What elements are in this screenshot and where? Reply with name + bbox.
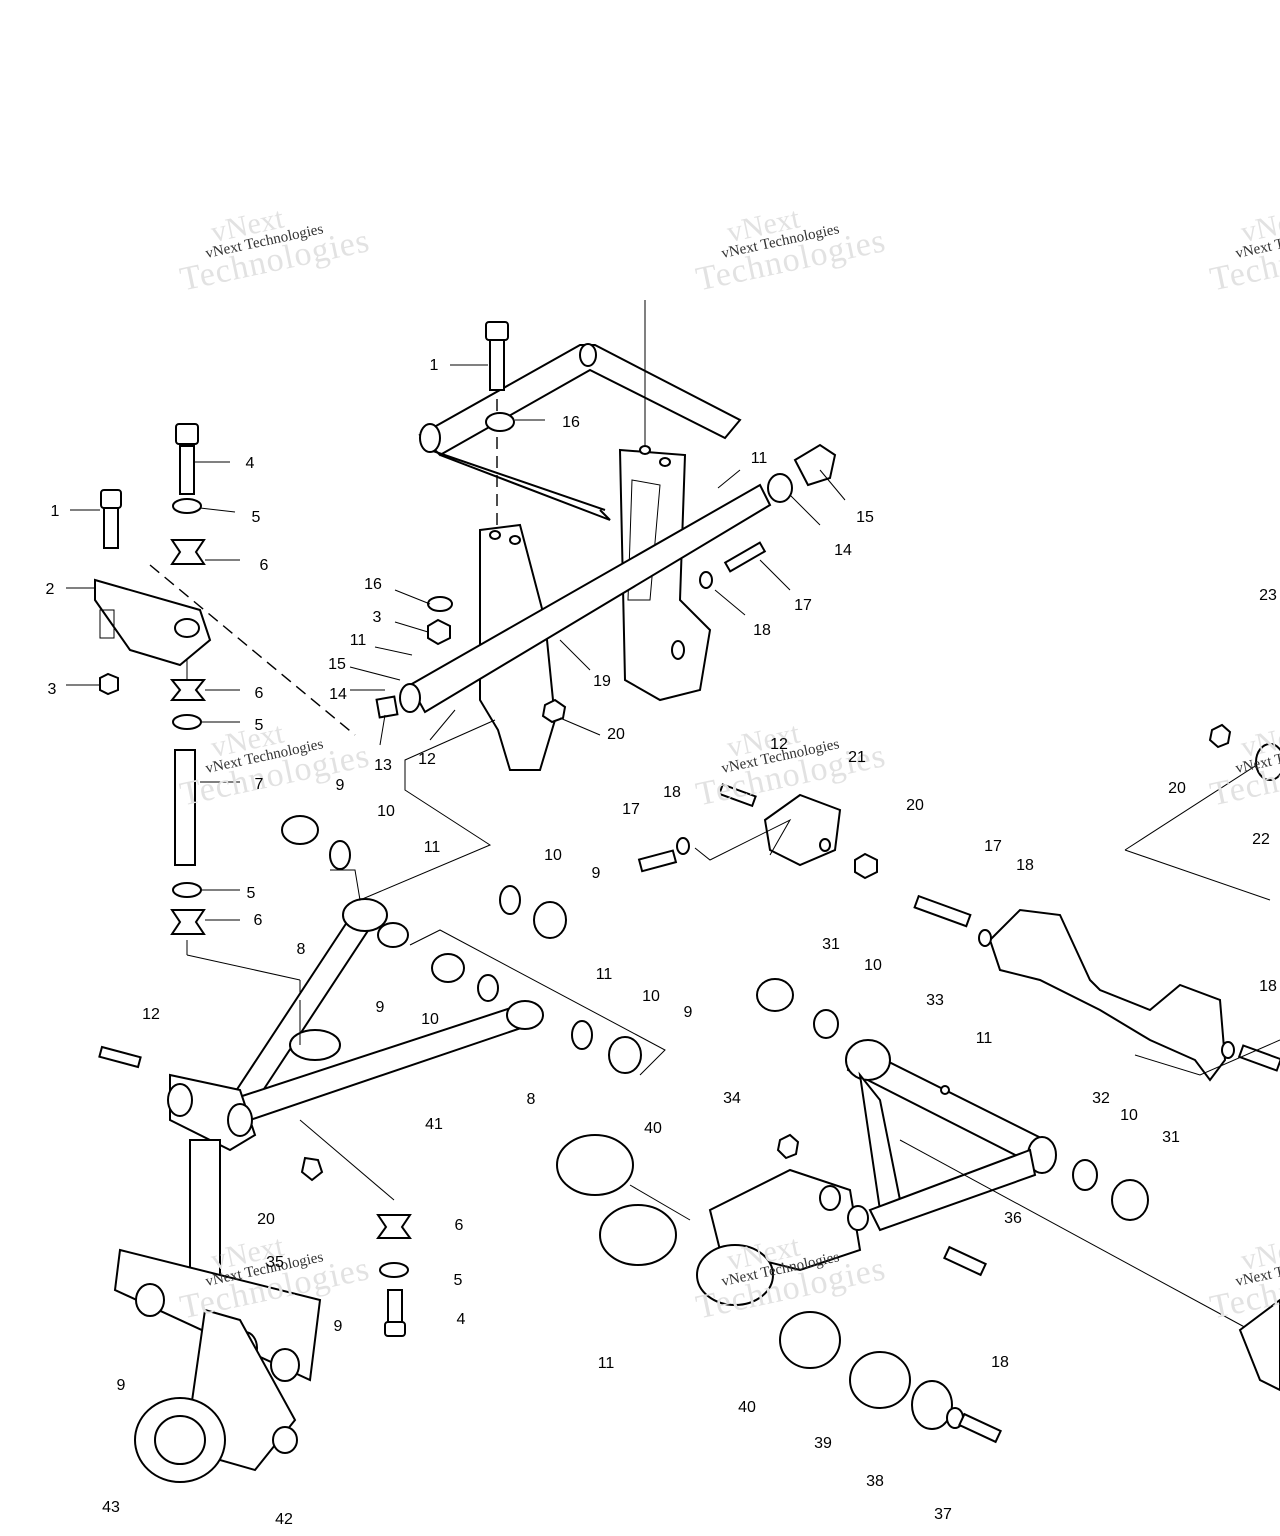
callout-20: 20 <box>257 1211 275 1228</box>
callout-11: 11 <box>975 1030 993 1047</box>
callout-22: 22 <box>1252 831 1270 848</box>
callout-17: 17 <box>794 597 812 614</box>
bushings-mid-left <box>281 719 666 1076</box>
callout-9: 9 <box>375 999 385 1016</box>
callout-41: 41 <box>425 1116 443 1133</box>
callout-36: 36 <box>1004 1210 1022 1227</box>
callout-4: 4 <box>245 455 255 472</box>
callout-12: 12 <box>142 1006 160 1023</box>
callout-18: 18 <box>1016 857 1034 874</box>
callout-1: 1 <box>429 357 439 374</box>
callout-9: 9 <box>591 865 601 882</box>
callout-14: 14 <box>329 686 347 703</box>
callout-1: 1 <box>50 503 60 520</box>
callout-39: 39 <box>814 1435 832 1452</box>
callout-6: 6 <box>454 1217 464 1234</box>
callout-38: 38 <box>866 1473 884 1490</box>
callout-16: 16 <box>364 576 382 593</box>
callout-18: 18 <box>753 622 771 639</box>
bracket-far-right <box>913 723 1280 1392</box>
a-arm-lower <box>756 978 1149 1232</box>
callout-35: 35 <box>266 1254 284 1271</box>
callout-20: 20 <box>906 797 924 814</box>
callout-8: 8 <box>526 1091 536 1108</box>
callout-13: 13 <box>374 757 392 774</box>
leader-lines <box>66 364 846 1045</box>
callout-2: 2 <box>45 581 55 598</box>
callout-9: 9 <box>116 1377 126 1394</box>
callout-5: 5 <box>251 509 261 526</box>
bracket-right <box>618 445 712 702</box>
callout-5: 5 <box>254 717 264 734</box>
callout-18: 18 <box>991 1354 1009 1371</box>
callout-10: 10 <box>642 988 660 1005</box>
callout-6: 6 <box>254 685 264 702</box>
frame-rail-upper <box>418 300 742 540</box>
callout-12: 12 <box>418 751 436 768</box>
callout-21: 21 <box>848 749 866 766</box>
callout-31: 31 <box>1162 1129 1180 1146</box>
callout-11: 11 <box>423 839 441 856</box>
hardware-top <box>427 321 837 724</box>
callout-5: 5 <box>246 885 256 902</box>
callout-3: 3 <box>372 609 382 626</box>
callout-37: 37 <box>934 1506 952 1523</box>
callout-9: 9 <box>333 1318 343 1335</box>
a-arm-upper <box>98 898 544 1291</box>
bracket-clamp <box>637 783 878 880</box>
callout-8: 8 <box>296 941 306 958</box>
callout-42: 42 <box>275 1511 293 1528</box>
callout-14: 14 <box>834 542 852 559</box>
hardware-lower-left <box>299 1119 412 1337</box>
callout-17: 17 <box>622 801 640 818</box>
callout-20: 20 <box>1168 780 1186 797</box>
callout-9: 9 <box>683 1004 693 1021</box>
callout-10: 10 <box>864 957 882 974</box>
callout-16: 16 <box>562 414 580 431</box>
callout-10: 10 <box>544 847 562 864</box>
callout-17: 17 <box>984 838 1002 855</box>
link-assembly-left <box>94 423 356 1040</box>
callout-9: 9 <box>335 777 345 794</box>
callout-40: 40 <box>738 1399 756 1416</box>
callout-11: 11 <box>595 966 613 983</box>
callout-3: 3 <box>47 681 57 698</box>
callout-18: 18 <box>1259 978 1277 995</box>
callout-7: 7 <box>254 776 264 793</box>
callout-11: 11 <box>597 1355 615 1372</box>
callout-4: 4 <box>456 1311 466 1328</box>
callout-10: 10 <box>421 1011 439 1028</box>
callout-34: 34 <box>723 1090 741 1107</box>
spindle-knuckle <box>113 1248 322 1483</box>
callout-11: 11 <box>750 450 768 467</box>
callout-10: 10 <box>1120 1107 1138 1124</box>
callout-23: 23 <box>1259 587 1277 604</box>
callout-6: 6 <box>253 912 263 929</box>
callout-32: 32 <box>1092 1090 1110 1107</box>
callout-15: 15 <box>856 509 874 526</box>
callout-33: 33 <box>926 992 944 1009</box>
callout-15: 15 <box>328 656 346 673</box>
lower-bracket-assembly <box>556 1133 1251 1444</box>
callout-10: 10 <box>377 803 395 820</box>
callout-18: 18 <box>663 784 681 801</box>
callout-12: 12 <box>770 736 788 753</box>
callout-5: 5 <box>453 1272 463 1289</box>
callout-19: 19 <box>593 673 611 690</box>
cross-shaft <box>375 483 772 719</box>
callout-20: 20 <box>607 726 625 743</box>
callout-11: 11 <box>349 632 367 649</box>
callout-31: 31 <box>822 936 840 953</box>
callout-43: 43 <box>102 1499 120 1516</box>
callout-40: 40 <box>644 1120 662 1137</box>
callout-6: 6 <box>259 557 269 574</box>
